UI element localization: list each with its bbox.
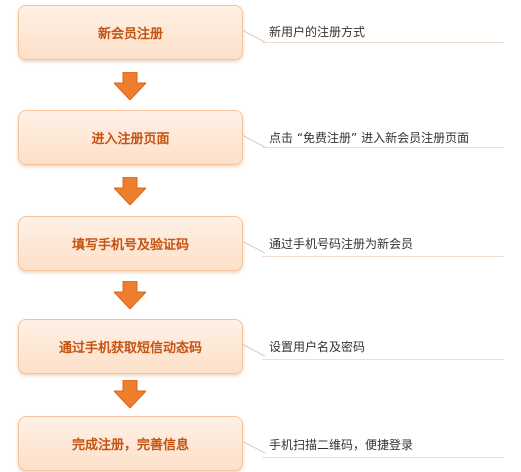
step-box-1: 新会员注册 [18,5,243,60]
connector-line-4 [242,344,266,357]
step-description-5: 手机扫描二维码，便捷登录 [269,438,414,452]
step-description-1: 新用户的注册方式 [269,25,366,39]
connector-line-2 [242,135,266,148]
step-box-4: 通过手机获取短信动态码 [18,319,243,374]
step-label-2: 进入注册页面 [91,132,170,147]
down-arrow-icon-3 [114,281,146,309]
desc-underline-5 [262,457,504,458]
step-box-5: 完成注册，完善信息 [18,416,243,471]
step-label-3: 填写手机号及验证码 [71,238,189,253]
connector-line-5 [242,441,266,454]
desc-underline-2 [262,147,504,148]
step-box-3: 填写手机号及验证码 [18,216,243,271]
down-arrow-icon-4 [114,380,146,408]
down-arrow-icon-1 [114,72,146,100]
step-box-2: 进入注册页面 [18,110,243,165]
step-description-3: 通过手机号码注册为新会员 [269,237,414,251]
desc-underline-3 [262,256,504,257]
step-description-4: 设置用户名及密码 [269,340,366,354]
connector-line-3 [242,241,266,254]
connector-line-1 [242,30,266,43]
down-arrow-icon-2 [114,177,146,205]
step-label-5: 完成注册，完善信息 [71,438,189,453]
desc-underline-4 [262,359,504,360]
step-label-1: 新会员注册 [97,27,163,42]
desc-underline-1 [262,42,504,43]
step-description-2: 点击 “免费注册” 进入新会员注册页面 [269,131,470,145]
step-label-4: 通过手机获取短信动态码 [58,341,202,356]
